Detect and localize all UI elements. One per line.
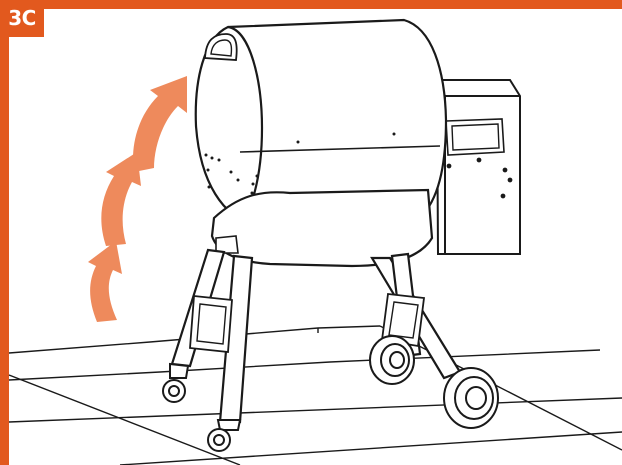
grill-wheels <box>162 335 499 452</box>
wheel-back-right <box>369 335 415 385</box>
arrow-lower <box>88 241 122 322</box>
caster-back-left <box>162 362 190 403</box>
wheel-front-right <box>443 367 499 429</box>
pellet-hopper <box>435 79 521 255</box>
arrow-middle <box>101 152 141 246</box>
grill-base <box>210 188 434 268</box>
floor-lines <box>8 325 622 465</box>
lift-arrows <box>88 76 187 322</box>
arrow-upper <box>133 76 187 172</box>
grill-legs <box>170 248 462 424</box>
caster-front-left <box>207 419 242 452</box>
step-badge: 3C <box>0 0 44 37</box>
